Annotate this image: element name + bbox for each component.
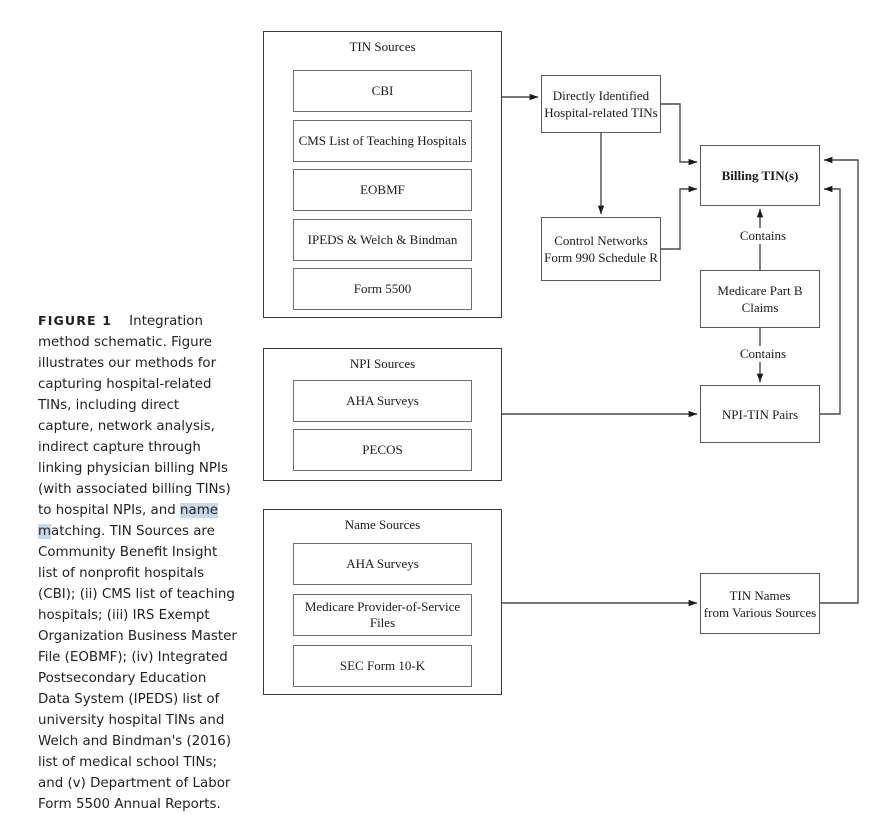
- edge-label-contains-upper: Contains: [728, 228, 798, 244]
- node-npi-tin-pairs[interactable]: NPI-TIN Pairs: [700, 385, 820, 443]
- source-item-sec-form-10k[interactable]: SEC Form 10-K: [293, 645, 472, 687]
- node-control-networks-form-990-schedule-r[interactable]: Control Networks Form 990 Schedule R: [541, 217, 661, 281]
- source-item-ipeds-welch-bindman[interactable]: IPEDS & Welch & Bindman: [293, 219, 472, 261]
- node-billing-tins[interactable]: Billing TIN(s): [700, 145, 820, 206]
- source-item-cbi[interactable]: CBI: [293, 70, 472, 112]
- group-title-npi-sources: NPI Sources: [349, 356, 416, 371]
- source-item-pecos[interactable]: PECOS: [293, 429, 472, 471]
- source-item-form-5500[interactable]: Form 5500: [293, 268, 472, 310]
- node-tin-names-from-various-sources[interactable]: TIN Names from Various Sources: [700, 573, 820, 634]
- edge-label-contains-lower: Contains: [728, 346, 798, 362]
- group-title-name-sources: Name Sources: [344, 517, 421, 532]
- source-item-aha-surveys-npi[interactable]: AHA Surveys: [293, 380, 472, 422]
- source-item-medicare-provider-of-service-files[interactable]: Medicare Provider-of-Service Files: [293, 594, 472, 636]
- caption-body-first: Figure illustrates our methods for captu…: [38, 335, 231, 518]
- node-medicare-part-b-claims[interactable]: Medicare Part B Claims: [700, 270, 820, 328]
- schematic-diagram: TIN Sources CBI CMS List of Teaching Hos…: [263, 31, 859, 695]
- figure-title: Integration method schematic.: [38, 314, 203, 350]
- node-directly-identified-hospital-related-tins[interactable]: Directly Identified Hospital-related TIN…: [541, 75, 661, 133]
- source-item-cms-list-of-teaching-hospitals[interactable]: CMS List of Teaching Hospitals: [293, 120, 472, 162]
- figure-label: FIGURE 1: [38, 313, 113, 328]
- source-item-eobmf[interactable]: EOBMF: [293, 169, 472, 211]
- source-item-aha-surveys-name[interactable]: AHA Surveys: [293, 543, 472, 585]
- group-title-tin-sources: TIN Sources: [349, 39, 416, 54]
